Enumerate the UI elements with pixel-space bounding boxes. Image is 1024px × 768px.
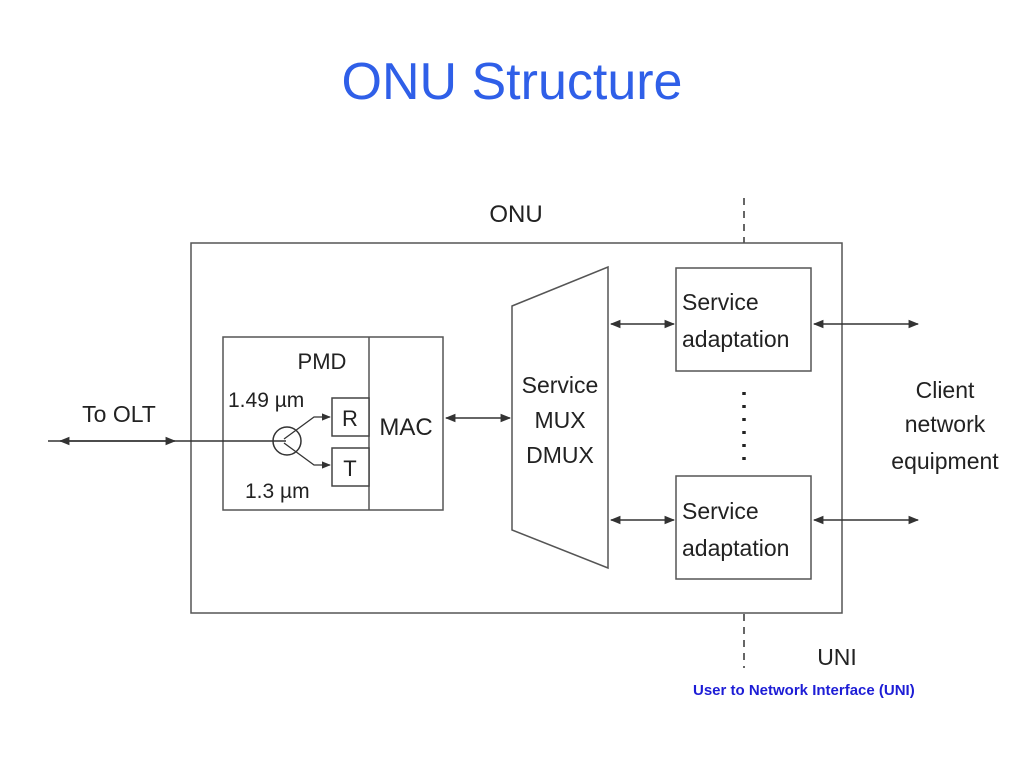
adaptation-bottom-line-2: adaptation bbox=[682, 535, 789, 561]
transmitter-box bbox=[331, 447, 370, 487]
service-mux-dmux-block bbox=[511, 265, 609, 570]
uni-label: UNI bbox=[817, 644, 857, 670]
client-line-3: equipment bbox=[891, 448, 999, 474]
service-adaptation-top-box bbox=[675, 267, 812, 372]
adaptation-top-line-2: adaptation bbox=[682, 326, 789, 352]
wavelength-rx-label: 1.49 µm bbox=[228, 389, 304, 412]
adaptation-top-line-1: Service bbox=[682, 289, 759, 315]
pmd-label: PMD bbox=[298, 349, 347, 374]
slide-title: ONU Structure bbox=[341, 53, 683, 111]
receiver-box bbox=[331, 397, 370, 437]
mux-line-3: DMUX bbox=[526, 442, 594, 468]
service-adaptation-bottom-box bbox=[675, 475, 812, 580]
transmitter-label: T bbox=[343, 456, 356, 481]
mac-label: MAC bbox=[379, 414, 432, 441]
coupler-branch-rx bbox=[283, 413, 331, 440]
client-line-1: Client bbox=[916, 377, 975, 403]
uni-caption: User to Network Interface (UNI) bbox=[693, 682, 915, 699]
mux-line-2: MUX bbox=[534, 407, 585, 433]
wavelength-tx-label: 1.3 µm bbox=[245, 480, 310, 503]
adaptation-bottom-line-1: Service bbox=[682, 498, 759, 524]
receiver-label: R bbox=[342, 406, 358, 431]
coupler-branch-tx bbox=[283, 442, 331, 469]
onu-label: ONU bbox=[489, 201, 542, 228]
client-line-2: network bbox=[905, 411, 986, 437]
olt-label: To OLT bbox=[82, 401, 156, 427]
mux-line-1: Service bbox=[522, 372, 599, 398]
